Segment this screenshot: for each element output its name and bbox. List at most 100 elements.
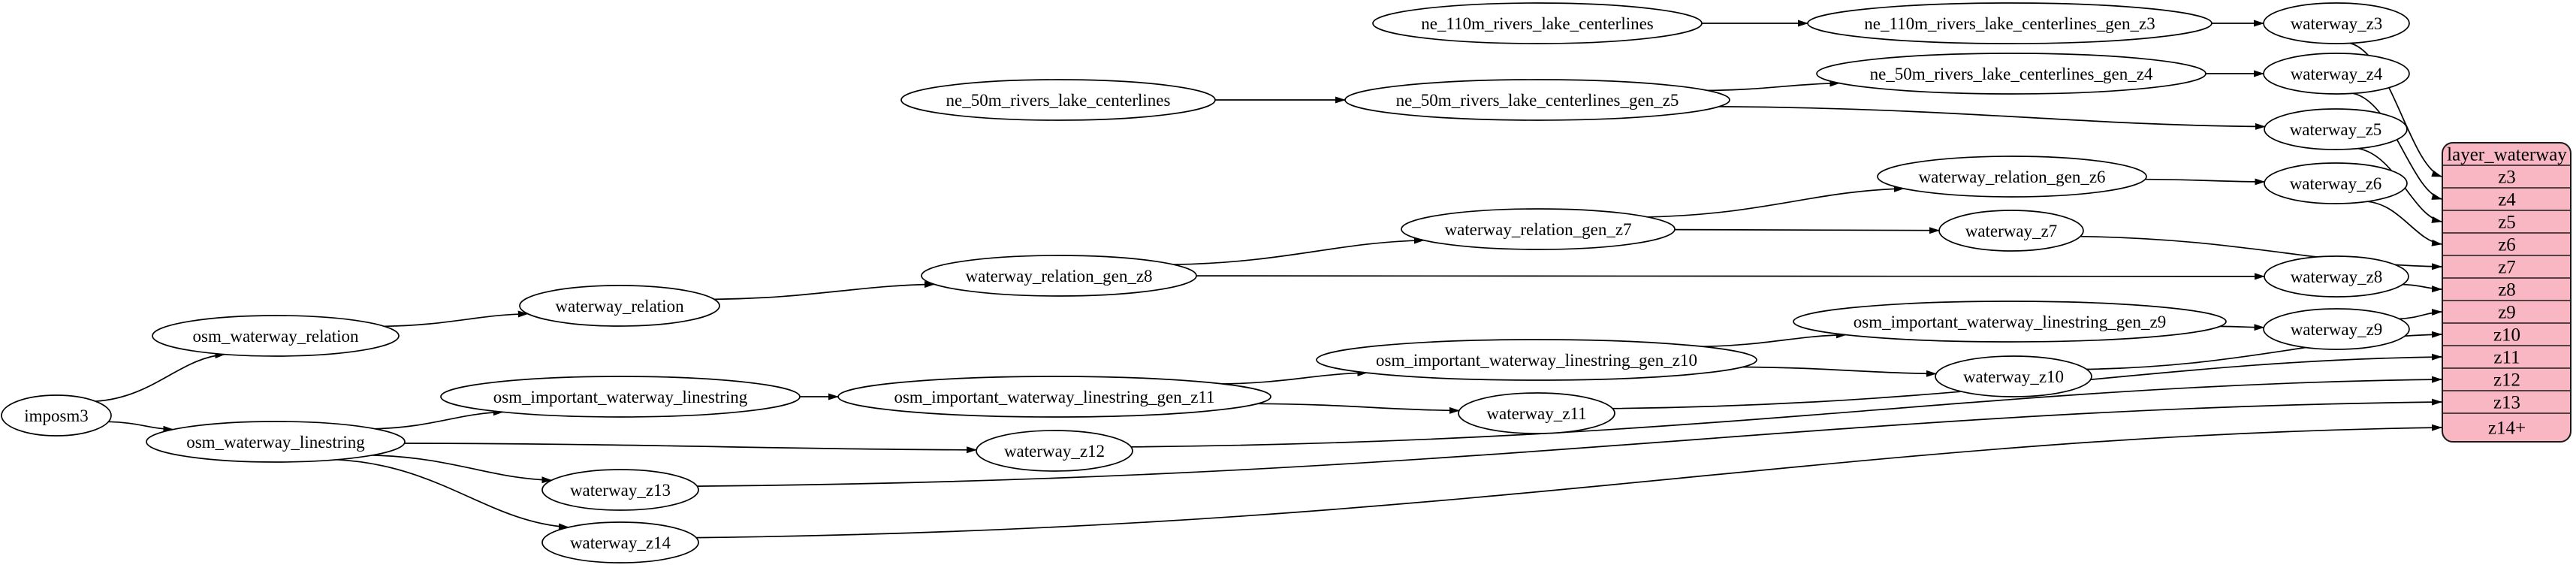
node-ellipse: [976, 430, 1133, 472]
node-ellipse: [1877, 156, 2147, 198]
node-ellipse: [837, 376, 1271, 418]
edge-waterway_relation_gen_z8-to-waterway_relation_gen_z7: [1173, 237, 1425, 265]
node-osm_important_waterway_linestring_gen_z11: osm_important_waterway_linestring_gen_z1…: [837, 376, 1271, 418]
node-ellipse: [1401, 208, 1676, 250]
table-row-label: z7: [2498, 258, 2516, 278]
node-label: waterway_z12: [1004, 442, 1105, 461]
node-waterway_z14: waterway_z14: [541, 521, 699, 563]
node-label: waterway_z7: [1965, 222, 2058, 240]
node-label: ne_110m_rivers_lake_centerlines_gen_z3: [1864, 14, 2155, 33]
node-ellipse: [1344, 79, 1730, 121]
table-layer_waterway: layer_waterway z3 z4 z5 z6 z7 z8 z9 z10 …: [2442, 142, 2571, 443]
table-title: layer_waterway: [2447, 145, 2567, 165]
table-background: [2442, 142, 2571, 443]
edge-waterway_z9-to-layer_waterway:z9: [2399, 308, 2442, 320]
node-ellipse: [1316, 339, 1757, 381]
node-ellipse: [2264, 255, 2409, 298]
node-label: osm_important_waterway_linestring: [493, 388, 748, 406]
table-row-label: z3: [2498, 168, 2516, 188]
node-label: waterway_z13: [570, 481, 671, 500]
table-row-label: z14+: [2488, 418, 2526, 439]
node-waterway_relation_gen_z7: waterway_relation_gen_z7: [1401, 208, 1676, 250]
node-ellipse: [541, 469, 699, 511]
edge-osm_waterway_linestring-to-waterway_z13: [372, 455, 553, 484]
node-waterway_z12: waterway_z12: [976, 430, 1133, 472]
edge-osm_waterway_linestring-to-waterway_z14: [336, 458, 569, 530]
node-osm_waterway_linestring: osm_waterway_linestring: [146, 421, 406, 463]
node-waterway_relation_gen_z8: waterway_relation_gen_z8: [921, 255, 1197, 297]
table-row-label: z9: [2498, 303, 2516, 323]
node-label: waterway_z4: [2291, 65, 2383, 83]
node-label: waterway_z9: [2291, 320, 2383, 339]
node-ellipse: [921, 255, 1197, 297]
node-ne_50m_rivers_lake_centerlines: ne_50m_rivers_lake_centerlines: [900, 79, 1216, 121]
node-osm_important_waterway_linestring: osm_important_waterway_linestring: [440, 376, 801, 418]
node-waterway_z8: waterway_z8: [2264, 255, 2409, 298]
node-ellipse: [2263, 308, 2410, 350]
node-imposm3: imposm3: [1, 394, 112, 437]
node-label: waterway_relation_gen_z8: [965, 267, 1152, 286]
node-ellipse: [1793, 301, 2227, 343]
edge-osm_waterway_relation-to-waterway_relation: [384, 310, 529, 328]
node-ellipse: [2263, 53, 2410, 95]
node-ellipse: [2263, 2, 2410, 44]
node-waterway_relation: waterway_relation: [519, 285, 720, 327]
edge-waterway_z3-to-layer_waterway:z3: [2350, 42, 2442, 177]
node-ellipse: [2264, 108, 2408, 150]
edge-imposm3-to-osm_waterway_linestring: [108, 421, 174, 433]
node-ellipse: [1938, 210, 2084, 252]
table-row-label: z11: [2493, 348, 2520, 368]
node-ne_110m_rivers_lake_centerlines_gen_z3: ne_110m_rivers_lake_centerlines_gen_z3: [1807, 2, 2213, 44]
edge-waterway_z12-to-layer_waterway:z12: [1130, 376, 2442, 448]
edges-layer: [95, 20, 2442, 539]
node-label: waterway_z11: [1486, 404, 1586, 423]
nodes-layer: imposm3 osm_waterway_relation osm_waterw…: [1, 2, 2410, 563]
edge-waterway_relation_gen_z7-to-waterway_z7: [1674, 227, 1940, 234]
edge-ne_50m_rivers_lake_centerlines_gen_z5-to-waterway_z5: [1718, 106, 2266, 130]
node-label: waterway_relation: [555, 297, 684, 316]
edge-ne_50m_rivers_lake_centerlines_gen_z5-to-ne_50m_rivers_lake_centerlines_gen_z4: [1707, 80, 1841, 92]
edge-osm_important_waterway_linestring_gen_z9-to-waterway_z9: [2219, 324, 2265, 331]
edge-osm_important_waterway_linestring_gen_z10-to-osm_important_waterway_linestring_gen_z9: [1702, 331, 1847, 348]
node-label: ne_50m_rivers_lake_centerlines_gen_z4: [1870, 65, 2153, 83]
node-ellipse: [1935, 355, 2092, 397]
node-ellipse: [146, 421, 406, 463]
edge-waterway_relation_gen_z7-to-waterway_relation_gen_z6: [1647, 185, 1905, 218]
node-osm_waterway_relation: osm_waterway_relation: [152, 315, 400, 357]
node-waterway_z5: waterway_z5: [2264, 108, 2408, 150]
edge-waterway_relation_gen_z6-to-waterway_z6: [2145, 178, 2266, 186]
edge-waterway_z14-to-layer_waterway:z14+: [696, 424, 2442, 539]
node-label: ne_50m_rivers_lake_centerlines_gen_z5: [1396, 91, 1679, 110]
node-label: osm_waterway_relation: [193, 327, 359, 346]
node-osm_important_waterway_linestring_gen_z9: osm_important_waterway_linestring_gen_z9: [1793, 301, 2227, 343]
node-ellipse: [1372, 2, 1703, 44]
node-label: imposm3: [24, 406, 89, 425]
edge-waterway_z6-to-layer_waterway:z6: [2367, 201, 2442, 246]
edge-waterway_relation-to-waterway_relation_gen_z8: [713, 281, 935, 301]
table-row-label: z6: [2498, 235, 2516, 255]
node-waterway_relation_gen_z6: waterway_relation_gen_z6: [1877, 156, 2147, 198]
edge-osm_important_waterway_linestring_gen_z11-to-osm_important_waterway_linestring_gen_z10: [1222, 369, 1368, 385]
node-label: waterway_z10: [1963, 367, 2064, 386]
node-label: waterway_relation_gen_z7: [1444, 220, 1631, 239]
node-waterway_z13: waterway_z13: [541, 469, 699, 511]
node-waterway_z11: waterway_z11: [1458, 392, 1615, 434]
node-label: waterway_z3: [2291, 14, 2383, 33]
node-label: osm_important_waterway_linestring_gen_z1…: [1376, 351, 1697, 370]
edge-osm_waterway_linestring-to-osm_important_waterway_linestring: [375, 409, 504, 430]
node-ellipse: [1816, 53, 2206, 95]
node-osm_important_waterway_linestring_gen_z10: osm_important_waterway_linestring_gen_z1…: [1316, 339, 1757, 381]
node-ellipse: [152, 315, 400, 357]
node-label: osm_important_waterway_linestring_gen_z9: [1854, 313, 2166, 331]
node-waterway_z4: waterway_z4: [2263, 53, 2410, 95]
node-ellipse: [1458, 392, 1615, 434]
node-ellipse: [440, 376, 801, 418]
node-waterway_z3: waterway_z3: [2263, 2, 2410, 44]
edge-osm_waterway_linestring-to-waterway_z12: [404, 443, 978, 454]
table-row-label: z10: [2493, 325, 2520, 346]
node-ne_110m_rivers_lake_centerlines: ne_110m_rivers_lake_centerlines: [1372, 2, 1703, 44]
node-ellipse: [541, 521, 699, 563]
table-row-label: z5: [2498, 213, 2516, 233]
